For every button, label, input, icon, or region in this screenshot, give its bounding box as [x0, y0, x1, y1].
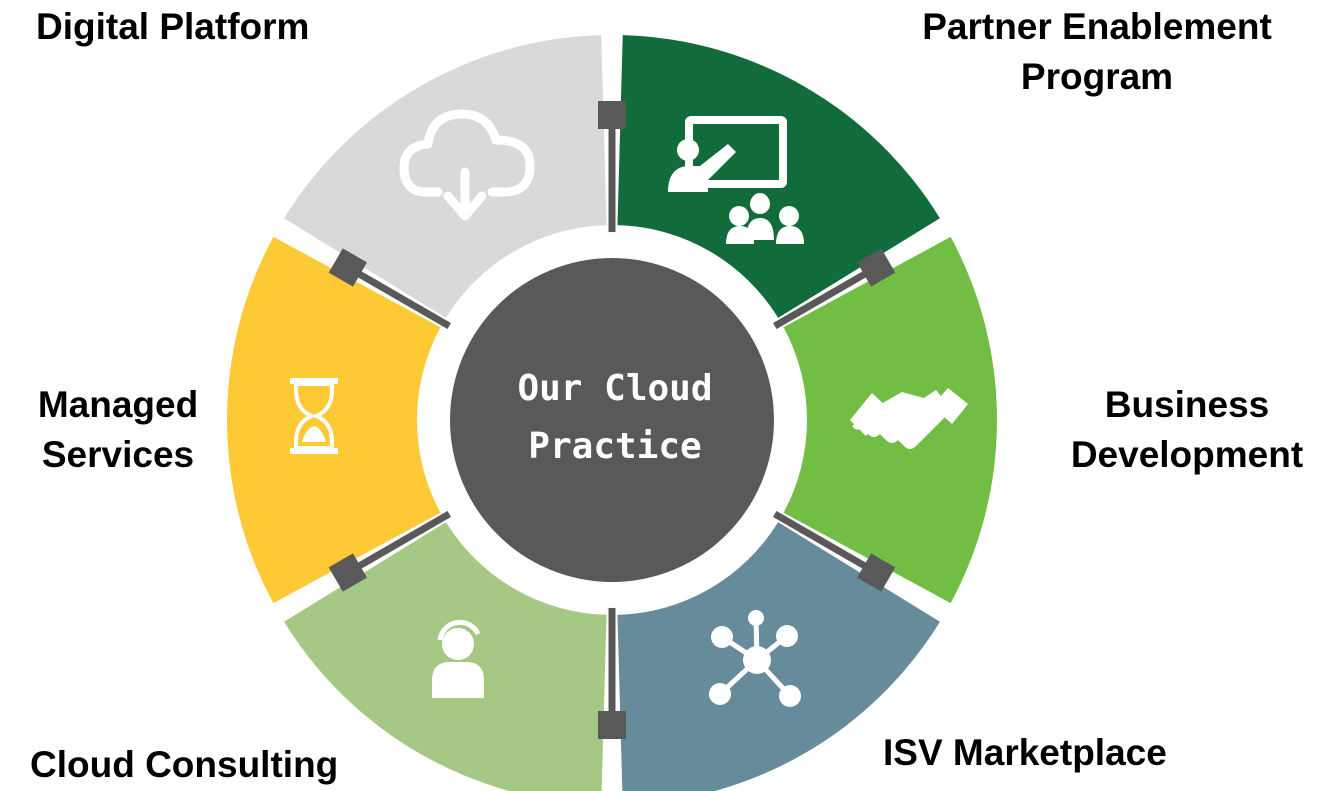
connector-cap	[857, 248, 896, 287]
segment-managed-services	[226, 236, 441, 604]
hourglass-icon	[290, 378, 338, 454]
center-title-line-2: Practice	[528, 426, 701, 467]
label-managed-services: Managed Services	[37, 384, 199, 475]
segment-partner-enablement-program	[617, 35, 940, 318]
label-cloud-consulting: Cloud Consulting	[30, 744, 339, 785]
segment-isv-marketplace	[617, 522, 940, 791]
connector-cap	[328, 553, 367, 592]
network-hub-icon	[709, 610, 801, 707]
headset-agent-icon	[432, 619, 484, 698]
connector-cap	[598, 101, 626, 129]
cloud-download-icon	[399, 109, 535, 221]
connector-cap	[598, 711, 626, 739]
label-digital-platform: Digital Platform	[36, 6, 310, 47]
segments-layer	[226, 35, 997, 791]
connector-cap	[857, 553, 896, 592]
presentation-teacher-icon	[668, 116, 804, 244]
label-business-development: Business Development	[1070, 384, 1304, 475]
center-title-line-1: Our Cloud	[517, 368, 712, 409]
handshake-icon	[850, 388, 968, 449]
connector-cap	[328, 248, 367, 287]
label-partner-enablement-program: Partner Enablement Program	[922, 6, 1272, 97]
center-hub	[450, 258, 774, 582]
segment-cloud-consulting	[284, 522, 607, 791]
segment-digital-platform	[284, 35, 607, 318]
label-isv-marketplace: ISV Marketplace	[883, 732, 1167, 773]
